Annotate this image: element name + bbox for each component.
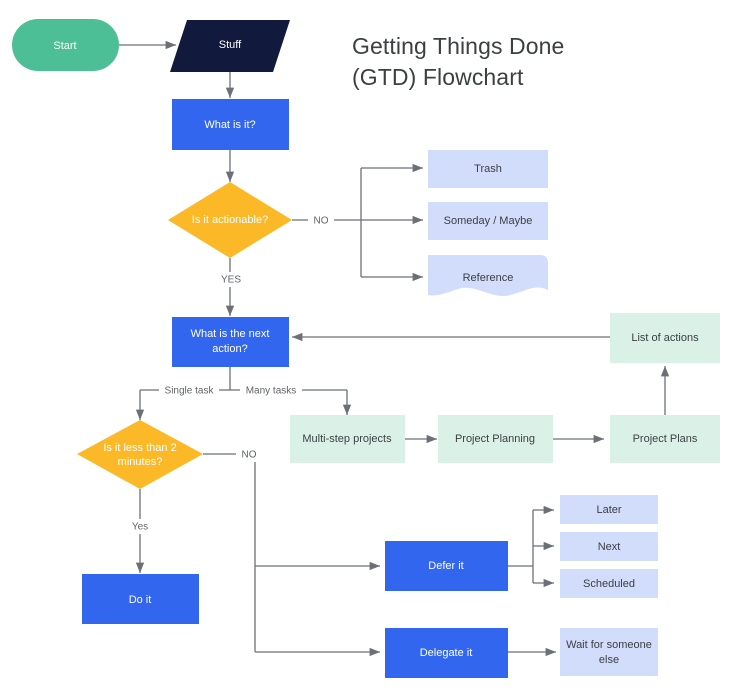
do-it-label: Do it xyxy=(129,594,152,606)
node-what-is-it[interactable]: What is it? xyxy=(172,99,289,150)
node-next-action[interactable]: What is the next action? xyxy=(172,317,289,367)
defer-it-shape xyxy=(385,541,508,591)
label-bg-yes-actionable xyxy=(216,272,246,287)
node-next[interactable]: Next xyxy=(560,532,658,561)
node-multi-step-projects[interactable]: Multi-step projects xyxy=(290,415,405,463)
reference-shape xyxy=(428,255,548,296)
page-title-line1: Getting Things Done xyxy=(352,33,564,59)
stuff-shape xyxy=(170,20,290,72)
node-less-than-2-minutes[interactable]: Is it less than 2 minutes? xyxy=(77,420,203,489)
scheduled-shape xyxy=(560,569,658,598)
list-of-actions-shape xyxy=(610,313,720,363)
label-bg-yes-2min xyxy=(126,519,154,534)
next-action-label-line1: What is the next xyxy=(191,328,270,340)
label-bg-single-task xyxy=(159,383,219,398)
node-do-it[interactable]: Do it xyxy=(82,574,199,624)
page-title: Getting Things Done (GTD) Flowchart xyxy=(352,33,564,90)
edge-label-yes-2min: Yes xyxy=(132,522,148,533)
wait-for-someone-label-line1: Wait for someone xyxy=(566,639,652,651)
reference-label: Reference xyxy=(463,272,514,284)
delegate-it-shape xyxy=(385,628,508,678)
list-of-actions-label: List of actions xyxy=(631,332,699,344)
edge-labels: NO YES Single task Many tasks NO Yes xyxy=(126,212,334,534)
edge-label-no-2min: NO xyxy=(242,450,257,461)
start-label: Start xyxy=(53,40,76,52)
stuff-label: Stuff xyxy=(219,39,242,51)
node-is-actionable[interactable]: Is it actionable? xyxy=(168,182,292,258)
someday-maybe-label: Someday / Maybe xyxy=(444,215,533,227)
what-is-it-label: What is it? xyxy=(204,119,255,131)
later-shape xyxy=(560,495,658,524)
less-than-2min-label-line1: Is it less than 2 xyxy=(103,442,176,454)
node-project-planning[interactable]: Project Planning xyxy=(438,415,553,463)
trash-label: Trash xyxy=(474,163,502,175)
scheduled-label: Scheduled xyxy=(583,578,635,590)
project-planning-label: Project Planning xyxy=(455,433,535,445)
multi-step-label: Multi-step projects xyxy=(302,433,392,445)
node-later[interactable]: Later xyxy=(560,495,658,524)
project-planning-shape xyxy=(438,415,553,463)
node-start[interactable]: Start xyxy=(12,19,119,71)
later-label: Later xyxy=(596,504,621,516)
node-project-plans[interactable]: Project Plans xyxy=(610,415,720,463)
project-plans-shape xyxy=(610,415,720,463)
page-title-line2: (GTD) Flowchart xyxy=(352,64,524,90)
edge-label-many-tasks: Many tasks xyxy=(246,386,297,397)
next-shape xyxy=(560,532,658,561)
edge-label-single-task: Single task xyxy=(165,386,215,397)
project-plans-label: Project Plans xyxy=(633,433,698,445)
label-bg-many-tasks xyxy=(240,383,302,398)
edge-label-yes-actionable: YES xyxy=(221,275,241,286)
next-action-label-line2: action? xyxy=(212,343,247,355)
start-shape xyxy=(12,19,119,71)
node-list-of-actions[interactable]: List of actions xyxy=(610,313,720,363)
defer-it-label: Defer it xyxy=(428,560,463,572)
node-someday-maybe[interactable]: Someday / Maybe xyxy=(428,202,548,240)
label-bg-no-2min xyxy=(236,447,262,462)
delegate-it-label: Delegate it xyxy=(420,647,473,659)
label-bg-no-actionable xyxy=(308,212,334,227)
trash-shape xyxy=(428,150,548,188)
is-actionable-label: Is it actionable? xyxy=(192,214,268,226)
someday-maybe-shape xyxy=(428,202,548,240)
node-trash[interactable]: Trash xyxy=(428,150,548,188)
is-actionable-shape xyxy=(168,182,292,258)
multi-step-shape xyxy=(290,415,405,463)
do-it-shape xyxy=(82,574,199,624)
node-stuff[interactable]: Stuff xyxy=(170,20,290,72)
node-scheduled[interactable]: Scheduled xyxy=(560,569,658,598)
less-than-2min-shape xyxy=(77,420,203,489)
less-than-2min-label-line2: minutes? xyxy=(118,456,163,468)
next-action-shape xyxy=(172,317,289,367)
what-is-it-shape xyxy=(172,99,289,150)
wait-for-someone-label-line2: else xyxy=(599,654,619,666)
node-delegate-it[interactable]: Delegate it xyxy=(385,628,508,678)
node-reference[interactable]: Reference xyxy=(428,255,548,296)
next-label: Next xyxy=(598,541,621,553)
node-wait-for-someone-else[interactable]: Wait for someone else xyxy=(560,628,658,676)
wait-for-someone-shape xyxy=(560,628,658,676)
edge-label-no-actionable: NO xyxy=(314,216,329,227)
node-defer-it[interactable]: Defer it xyxy=(385,541,508,591)
